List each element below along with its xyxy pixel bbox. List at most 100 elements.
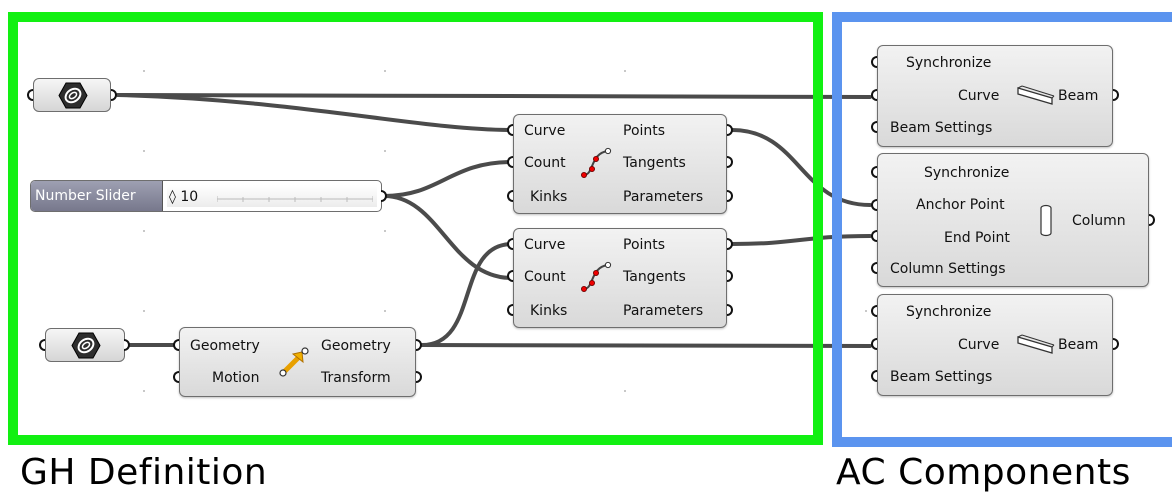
geometry-param-1-input-grip[interactable] <box>27 89 33 101</box>
beam1-settings-input-grip[interactable] <box>871 121 877 133</box>
divide2-curve-input-grip[interactable] <box>507 238 513 250</box>
wires-layer <box>116 93 872 348</box>
grid-dot <box>384 150 386 152</box>
gh-definition-label: GH Definition <box>20 452 268 493</box>
beam1-curve-input-grip[interactable] <box>871 89 877 101</box>
beam1-input-curve: Curve <box>958 88 1000 104</box>
geometry-param-2-input-grip[interactable] <box>39 339 45 351</box>
number-slider[interactable]: Number Slider ◊ 10 <box>30 180 382 212</box>
move-transform-output-grip[interactable] <box>416 371 422 383</box>
divide-curve-icon <box>581 261 612 292</box>
wire-geo1-to-beam1-curve <box>116 93 872 99</box>
column-input-end-point: End Point <box>944 230 1010 246</box>
divide1-curve-input-grip[interactable] <box>507 124 513 136</box>
wire-slider-to-divide2-count <box>382 194 514 280</box>
column-output-grip[interactable] <box>1149 214 1155 226</box>
grid-dot <box>143 150 145 152</box>
move-output-geometry: Geometry <box>321 338 391 354</box>
beam2-settings-input-grip[interactable] <box>871 370 877 382</box>
divide2-input-count: Count <box>524 269 566 285</box>
grid-dot <box>624 390 626 392</box>
beam1-input-beam-settings: Beam Settings <box>890 120 993 136</box>
column-synchronize-input-grip[interactable] <box>871 166 877 178</box>
divide1-input-kinks: Kinks <box>530 189 568 205</box>
beam2-output-grip[interactable] <box>1113 338 1119 350</box>
ac-components-label: AC Components <box>836 452 1131 493</box>
ac-components-frame <box>832 12 1172 447</box>
move-geometry-output-grip[interactable] <box>416 339 422 351</box>
divide1-parameters-output-grip[interactable] <box>727 190 733 202</box>
divide1-count-input-grip[interactable] <box>507 156 513 168</box>
move-input-geometry: Geometry <box>190 338 260 354</box>
number-slider-output-grip[interactable] <box>381 190 387 202</box>
slider-ticks <box>217 196 373 202</box>
divide2-points-output-grip[interactable] <box>727 238 733 250</box>
column-end-input-grip[interactable] <box>871 230 877 242</box>
grid-dot <box>384 310 386 312</box>
grid-dot <box>143 310 145 312</box>
move-icon <box>279 347 309 377</box>
beam-component-2[interactable]: Synchronize Curve Beam Settings Beam <box>877 294 1113 396</box>
divide2-output-points: Points <box>623 237 666 253</box>
divide-curve-component-2[interactable]: Curve Count Kinks Points Tangents Parame… <box>513 228 727 328</box>
move-motion-input-grip[interactable] <box>173 371 179 383</box>
divide1-input-curve: Curve <box>524 123 566 139</box>
beam1-input-synchronize: Synchronize <box>906 55 992 71</box>
beam2-synchronize-input-grip[interactable] <box>871 305 877 317</box>
divide-curve-component-1[interactable]: Curve Count Kinks Points Tangents Parame… <box>513 114 727 214</box>
divide2-kinks-input-grip[interactable] <box>507 304 513 316</box>
grasshopper-canvas[interactable]: Number Slider ◊ 10 Geometry Mo <box>0 0 1172 450</box>
beam-icon <box>1017 334 1055 354</box>
column-settings-input-grip[interactable] <box>871 262 877 274</box>
divide2-output-parameters: Parameters <box>623 303 704 319</box>
divide2-input-kinks: Kinks <box>530 303 568 319</box>
divide1-points-output-grip[interactable] <box>727 124 733 136</box>
divide2-tangents-output-grip[interactable] <box>727 270 733 282</box>
wire-move-to-divide2-curve <box>420 242 514 347</box>
beam2-input-beam-settings: Beam Settings <box>890 369 993 385</box>
divide2-count-input-grip[interactable] <box>507 270 513 282</box>
grid-dot <box>384 70 386 72</box>
column-component[interactable]: Synchronize Anchor Point End Point Colum… <box>877 153 1149 287</box>
column-input-synchronize: Synchronize <box>924 165 1010 181</box>
geometry-param-1-output-grip[interactable] <box>111 89 117 101</box>
move-output-transform: Transform <box>321 370 391 386</box>
column-icon <box>1040 204 1052 237</box>
beam1-output-grip[interactable] <box>1113 89 1119 101</box>
wire-divide2-points-to-end <box>730 234 872 246</box>
grid-dot <box>143 390 145 392</box>
geometry-param-icon <box>71 332 101 359</box>
number-slider-value: ◊ 10 <box>169 189 199 205</box>
beam2-input-synchronize: Synchronize <box>906 304 992 320</box>
divide-curve-icon <box>581 147 612 178</box>
beam-component-1[interactable]: Synchronize Curve Beam Settings Beam <box>877 45 1113 147</box>
column-anchor-input-grip[interactable] <box>871 199 877 211</box>
number-slider-track[interactable]: ◊ 10 <box>167 185 377 207</box>
move-input-motion: Motion <box>212 370 260 386</box>
geometry-param-2-output-grip[interactable] <box>124 339 130 351</box>
divide2-parameters-output-grip[interactable] <box>727 304 733 316</box>
grid-dot <box>624 70 626 72</box>
beam-icon <box>1017 85 1055 105</box>
divide1-kinks-input-grip[interactable] <box>507 190 513 202</box>
beam2-curve-input-grip[interactable] <box>871 338 877 350</box>
number-slider-label: Number Slider <box>31 181 163 211</box>
wire-geo1-to-divide1-curve <box>116 93 514 132</box>
wire-divide1-points-to-anchor <box>730 128 872 207</box>
grid-dot <box>384 230 386 232</box>
divide1-output-points: Points <box>623 123 666 139</box>
divide1-input-count: Count <box>524 155 566 171</box>
divide1-tangents-output-grip[interactable] <box>727 156 733 168</box>
beam1-synchronize-input-grip[interactable] <box>871 56 877 68</box>
beam2-input-curve: Curve <box>958 337 1000 353</box>
geometry-param-1[interactable] <box>33 78 111 112</box>
divide2-output-tangents: Tangents <box>623 269 686 285</box>
geometry-param-2[interactable] <box>45 328 125 362</box>
grid-dot <box>865 310 867 312</box>
wire-slider-to-divide1-count <box>382 160 514 198</box>
move-geometry-input-grip[interactable] <box>173 339 179 351</box>
move-component[interactable]: Geometry Motion Geometry Transform <box>179 327 416 397</box>
beam2-output-beam: Beam <box>1058 337 1099 353</box>
column-input-column-settings: Column Settings <box>890 261 1006 277</box>
beam1-output-beam: Beam <box>1058 88 1099 104</box>
